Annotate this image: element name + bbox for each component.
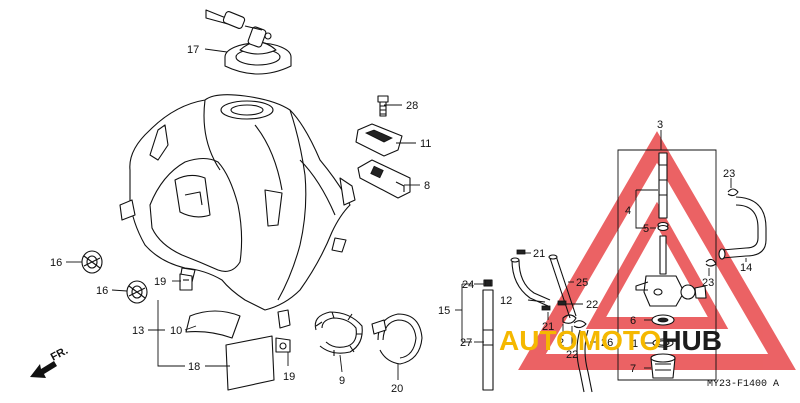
- callout-14[interactable]: 14: [740, 262, 752, 274]
- tube-27[interactable]: [482, 279, 494, 391]
- clip-19-upper[interactable]: [179, 273, 193, 291]
- callout-21-lower[interactable]: 21: [542, 321, 554, 333]
- bolt-28[interactable]: [377, 95, 389, 117]
- callout-6[interactable]: 6: [630, 315, 636, 327]
- leader-lines: [66, 48, 747, 380]
- clip-21-upper[interactable]: [516, 249, 526, 255]
- callout-9[interactable]: 9: [339, 375, 345, 387]
- callout-13[interactable]: 13: [132, 325, 144, 337]
- direction-indicator: FR.: [30, 345, 70, 378]
- callout-19-lower[interactable]: 19: [283, 371, 295, 383]
- callout-22-upper[interactable]: 22: [586, 299, 598, 311]
- callout-11[interactable]: 11: [420, 138, 431, 150]
- clip-22-upper[interactable]: [557, 300, 567, 306]
- callout-5[interactable]: 5: [643, 223, 649, 235]
- callout-27[interactable]: 27: [460, 337, 472, 349]
- callout-3[interactable]: 3: [657, 119, 663, 131]
- watermark-text-moto: MOTO: [578, 325, 661, 356]
- tube-25[interactable]: [548, 254, 577, 319]
- callout-15[interactable]: 15: [438, 305, 450, 317]
- tube-12[interactable]: [510, 257, 551, 307]
- callout-19-upper[interactable]: 19: [154, 276, 166, 288]
- callout-12[interactable]: 12: [500, 295, 512, 307]
- svg-text:AUTOMOTOHUB: AUTOMOTOHUB: [499, 325, 722, 356]
- callout-2[interactable]: 2: [558, 337, 564, 349]
- clip-22-lower[interactable]: [562, 314, 577, 324]
- callout-labels: 17 28 11 8 16 16 19 13 10 18 19 9 20 15 …: [50, 44, 752, 395]
- fuel-cock-assembly: [617, 149, 717, 381]
- clip-24[interactable]: [484, 279, 492, 287]
- front-arrow-icon: [30, 361, 57, 378]
- clip-23-upper[interactable]: [727, 188, 739, 197]
- diagram-code: MY23-F1400 A: [707, 379, 779, 390]
- rubber-16-lower[interactable]: [126, 280, 148, 304]
- callout-16-upper[interactable]: 16: [50, 257, 62, 269]
- callout-23-lower[interactable]: 23: [702, 277, 714, 289]
- clip-23-lower[interactable]: [705, 258, 717, 267]
- o-ring-5[interactable]: [657, 224, 669, 232]
- callout-10[interactable]: 10: [170, 325, 182, 337]
- watermark-text-hub: HUB: [661, 325, 722, 356]
- callout-24[interactable]: 24: [462, 279, 474, 291]
- callout-18[interactable]: 18: [188, 361, 200, 373]
- clip-2[interactable]: [573, 320, 587, 329]
- fuel-cock-body[interactable]: [635, 235, 707, 307]
- callout-16-lower[interactable]: 16: [96, 285, 108, 297]
- callout-26[interactable]: 26: [601, 337, 613, 349]
- tube-26[interactable]: [576, 329, 593, 393]
- clip-19-lower[interactable]: [275, 337, 291, 353]
- strainer-3[interactable]: [657, 152, 669, 229]
- fuel-tank[interactable]: [119, 94, 356, 329]
- callout-28[interactable]: 28: [406, 100, 418, 112]
- callout-21-upper[interactable]: 21: [533, 248, 545, 260]
- pad-10[interactable]: [185, 310, 241, 339]
- callout-25[interactable]: 25: [576, 277, 588, 289]
- clip-21-lower[interactable]: [541, 305, 551, 311]
- callout-20[interactable]: 20: [391, 383, 403, 395]
- seal-6[interactable]: [651, 314, 675, 326]
- fuel-cap[interactable]: [205, 9, 292, 75]
- band-20[interactable]: [371, 313, 423, 365]
- callout-7[interactable]: 7: [630, 363, 636, 375]
- band-9[interactable]: [314, 311, 363, 356]
- cup-7[interactable]: [650, 353, 676, 379]
- callout-1[interactable]: 1: [632, 338, 638, 350]
- callout-17[interactable]: 17: [187, 44, 199, 56]
- plate-11[interactable]: [355, 123, 403, 157]
- watermark-text: AUTOMOTOHUB: [499, 325, 722, 356]
- callout-22-lower[interactable]: 22: [566, 349, 578, 361]
- tube-14[interactable]: [718, 196, 767, 260]
- callout-8[interactable]: 8: [424, 180, 430, 192]
- bracket-8[interactable]: [357, 159, 411, 199]
- watermark-text-auto: AUTO: [499, 325, 578, 356]
- callout-23-upper[interactable]: 23: [723, 168, 735, 180]
- callout-4[interactable]: 4: [625, 205, 631, 217]
- sheet-18[interactable]: [225, 335, 275, 391]
- direction-label: FR.: [49, 345, 70, 364]
- rubber-16-upper[interactable]: [81, 250, 103, 274]
